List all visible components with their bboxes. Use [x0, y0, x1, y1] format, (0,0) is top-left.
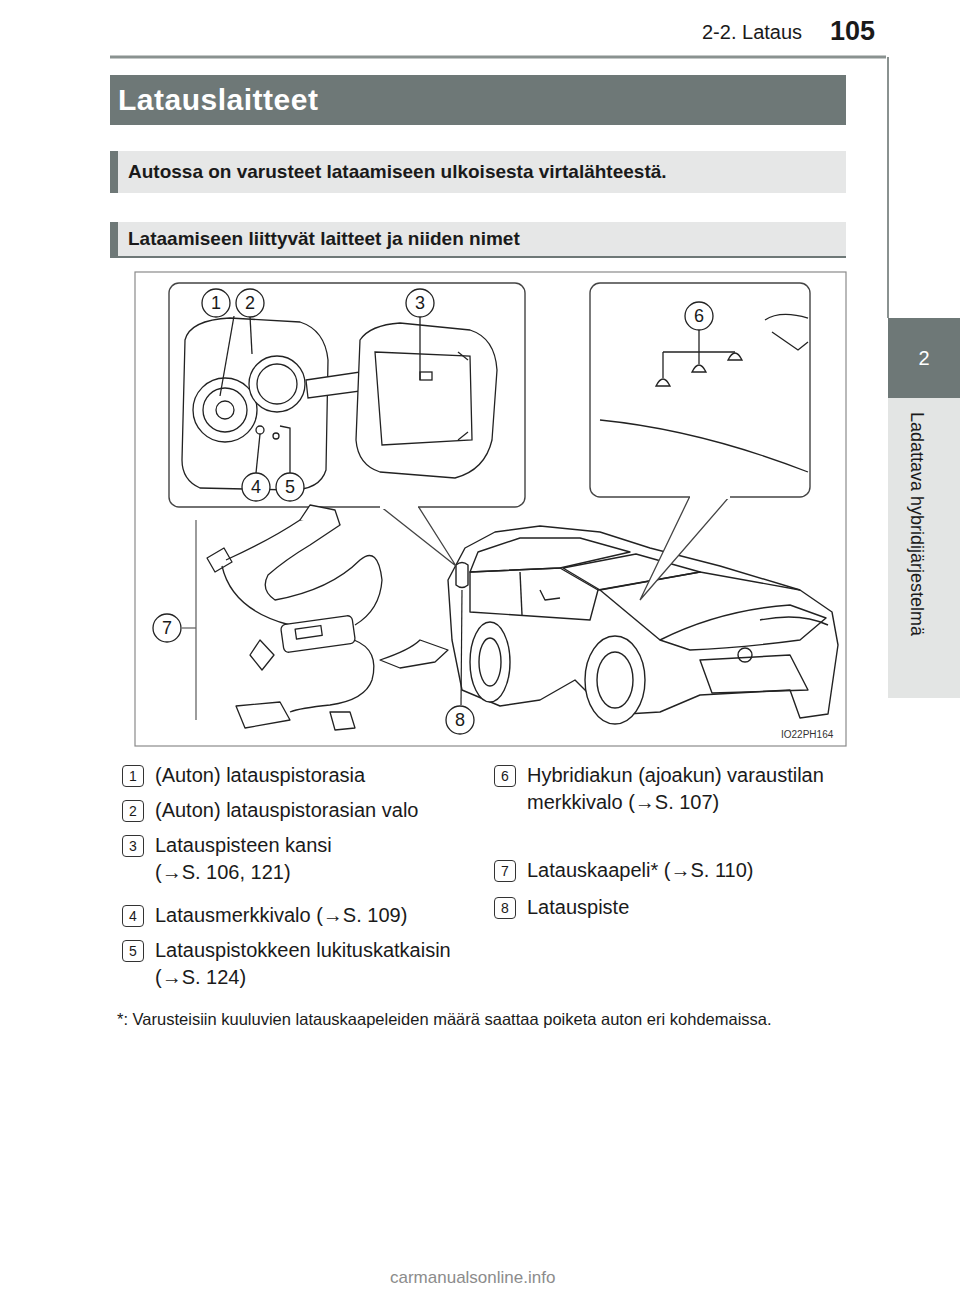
item-number: 4 [122, 905, 144, 927]
part-name: Latauskaapeli* (→S. 110) [527, 857, 845, 884]
item-number: 2 [122, 800, 144, 822]
part-name: Latausmerkkivalo (→S. 109) [155, 902, 475, 929]
car-drawing [448, 526, 838, 724]
subsection-band: Lataamiseen liittyvät laitteet ja niiden… [110, 222, 846, 258]
callout-number: 5 [276, 475, 304, 499]
callout-circles [153, 289, 713, 734]
callout-number: 3 [406, 291, 434, 315]
indicator-inset [590, 283, 810, 600]
item-number: 3 [122, 835, 144, 857]
part-name: Latauspiste [527, 894, 845, 921]
chapter-title: Ladattava hybridijärjestelmä [906, 412, 928, 636]
code-patch [778, 728, 840, 742]
part-name: Latauspisteen kansi (→S. 106, 121) [155, 832, 380, 886]
charging-port-inset [169, 283, 525, 566]
page-number: 105 [830, 16, 875, 46]
callout-number: 4 [242, 475, 270, 499]
side-line [887, 57, 889, 318]
chapter-tab: 2 [888, 318, 960, 398]
running-header: 2-2. Lataus [702, 20, 802, 44]
charging-cable [182, 505, 448, 730]
side-strip [888, 398, 960, 698]
item-number: 6 [494, 765, 516, 787]
node-text: Autossa on varusteet lataamiseen ulkoise… [128, 161, 667, 183]
part-name: Latauspistokkeen lukituskatkaisin (→S. 1… [155, 937, 475, 991]
item-number: 5 [122, 940, 144, 962]
watermark: carmanualsonline.info [390, 1268, 555, 1288]
section-band: Autossa on varusteet lataamiseen ulkoise… [110, 151, 846, 193]
node-text: Lataamiseen liittyvät laitteet ja niiden… [128, 228, 520, 250]
figure-code: IO22PH164 [781, 729, 833, 741]
callout-number: 6 [685, 304, 713, 328]
page-title: Latauslaitteet [110, 75, 846, 125]
illustration-frame [135, 272, 846, 746]
header-rule [110, 56, 886, 59]
callout-number: 8 [446, 708, 474, 732]
callout-number: 1 [202, 291, 230, 315]
item-number: 1 [122, 765, 144, 787]
leader-line [461, 590, 462, 705]
callout-number: 7 [153, 616, 181, 640]
item-number: 8 [494, 897, 516, 919]
footnote: *: Varusteisiin kuuluvien latauskaapelei… [117, 1008, 847, 1030]
part-name: (Auton) latauspistorasia [155, 762, 475, 789]
callout-number: 2 [236, 291, 264, 315]
node-text: 2 [918, 347, 929, 370]
part-name: (Auton) latauspistorasian valo [155, 797, 475, 824]
part-name: Hybridiakun (ajoakun) varaustilan merkki… [527, 762, 845, 816]
item-number: 7 [494, 860, 516, 882]
